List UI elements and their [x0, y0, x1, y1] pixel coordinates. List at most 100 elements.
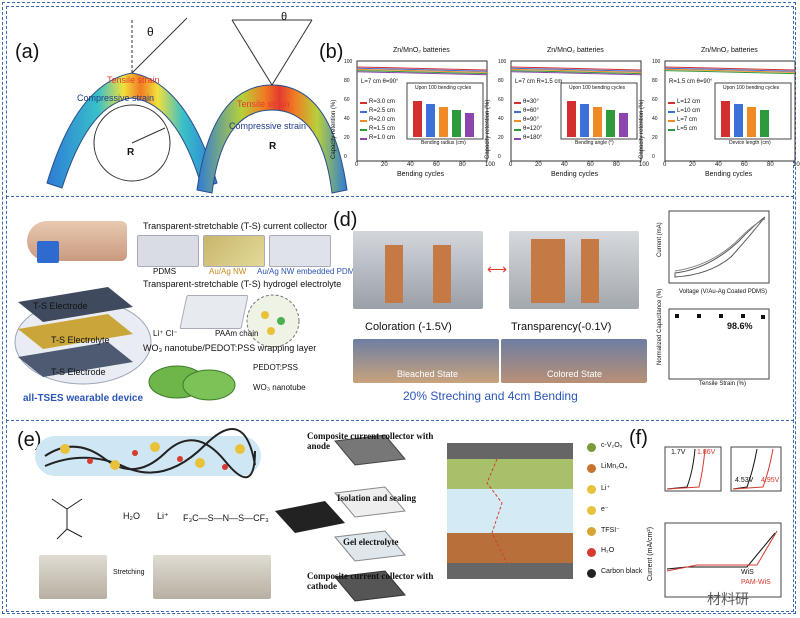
legend-marker — [587, 569, 596, 578]
stretch-caption: 20% Streching and 4cm Bending — [403, 389, 578, 403]
legend-entry: L=7 cm — [677, 117, 697, 123]
panel-d-label: (d) — [333, 209, 358, 231]
legend-swatch — [360, 111, 367, 113]
wrap-title: WO₃ nanotube/PEDOT:PSS wrapping layer — [143, 343, 317, 353]
tfsi-formula: F₃C—S—N—S—CF₃ — [183, 513, 269, 523]
chart-xlabel: Bending cycles — [397, 171, 445, 178]
inset-bar — [734, 104, 743, 137]
y-tick: 20 — [498, 135, 504, 141]
y-tick: 60 — [344, 97, 350, 103]
inset-xlabel: Bending angle (°) — [575, 140, 614, 146]
voltage-186: 1.86V — [697, 449, 716, 456]
step-sealing: Isolation and sealing — [337, 493, 417, 503]
monomer-structure — [51, 498, 83, 540]
legend-swatch — [668, 102, 675, 104]
inset-title: Upon 100 bending cycles — [723, 85, 780, 91]
x-tick: 0 — [355, 162, 359, 168]
radius-label-left: R — [127, 147, 135, 158]
panel-f-plot — [664, 446, 782, 598]
legend-marker — [587, 506, 596, 515]
y-tick: 20 — [652, 135, 658, 141]
nw-label: Au/Ag NW — [209, 267, 247, 276]
y-tick: 60 — [652, 97, 658, 103]
legend-marker — [587, 443, 596, 452]
legend-swatch — [514, 111, 521, 113]
legend-swatch — [360, 138, 367, 140]
x-tick: 100 — [485, 162, 496, 168]
legend-entry: θ=120° — [523, 126, 543, 132]
step-gel: Gel electrolyte — [343, 537, 399, 547]
inset-bar — [426, 104, 435, 137]
pedot-label: PEDOT:PSS — [253, 363, 298, 372]
voltage-495: 4.95V — [761, 477, 780, 484]
series-line — [356, 66, 488, 71]
inset-bar — [593, 107, 602, 137]
chart-xlabel: Bending cycles — [551, 171, 599, 178]
compressive-label-right: Compressive strain — [229, 121, 307, 131]
panel-a-label: (a) — [15, 41, 40, 63]
legend-entry: θ=90° — [523, 117, 539, 123]
x-tick: 80 — [767, 162, 774, 168]
nw-image — [203, 235, 265, 267]
panel-f-label: (f) — [629, 427, 648, 449]
voltage-453: 4.53V — [735, 477, 754, 484]
hydrogel-image — [179, 295, 249, 329]
inset-title: Upon 100 bending cycles — [569, 85, 626, 91]
nw-embedded-image — [269, 235, 331, 267]
transparency-photo — [509, 231, 639, 309]
nw-embedded-label: Au/Ag NW embedded PDMS — [257, 267, 360, 276]
switch-arrow: ⟷ — [487, 261, 508, 277]
wearable-band — [37, 241, 59, 263]
inset-bar — [721, 101, 730, 137]
pdms-label: PDMS — [153, 267, 177, 276]
legend-entry: R=1.0 cm — [369, 135, 395, 141]
y-tick: 40 — [652, 116, 658, 122]
x-tick: 80 — [613, 162, 620, 168]
inset-bar — [465, 113, 474, 137]
nanotube-image — [148, 365, 236, 401]
legend-swatch — [514, 120, 521, 122]
inset-bar — [439, 107, 448, 137]
legend-entry: L=12 cm — [677, 99, 701, 105]
colored-label: Colored State — [547, 369, 603, 379]
chart-title: Zn/MnO₂ batteries — [393, 47, 450, 54]
layer-electrode-bottom: T-S Electrode — [51, 367, 106, 377]
x-tick: 20 — [381, 162, 388, 168]
legend-swatch — [360, 129, 367, 131]
chart-xlabel: Bending cycles — [705, 171, 753, 178]
y-tick: 40 — [344, 116, 350, 122]
legend-pam-wis: PAM-WiS — [741, 579, 771, 586]
y-tick: 80 — [652, 78, 658, 84]
pdms-image — [137, 235, 199, 267]
theta-label-left: θ — [147, 25, 154, 39]
theta-label-right: θ — [281, 11, 288, 23]
compressive-label-left: Compressive strain — [77, 93, 155, 103]
retention-value: 98.6% — [727, 321, 753, 331]
panel-ab: (a) θ Tensile strain Compressive strain … — [6, 6, 800, 198]
legend-swatch — [668, 129, 675, 131]
x-tick: 60 — [741, 162, 748, 168]
series-line — [510, 66, 642, 71]
legend-entry: θ=60° — [523, 108, 539, 114]
inset-bar — [452, 110, 461, 137]
chart-ylabel: Capacity retention (%) — [639, 99, 645, 159]
voltage-17: 1.7V — [671, 449, 686, 456]
legend-swatch — [668, 111, 675, 113]
bent-electrode-right — [196, 19, 348, 194]
inset-bar — [760, 110, 769, 137]
capacitance-plot — [668, 308, 770, 380]
legend-swatch — [514, 102, 521, 104]
x-tick: 100 — [793, 162, 800, 168]
series-line — [510, 70, 642, 75]
assembly-stack — [275, 434, 406, 602]
y-tick: 100 — [652, 59, 661, 65]
step-cathode: Composite current collector with cathode — [307, 571, 434, 591]
cv-plot — [668, 210, 770, 284]
inset-bar — [413, 101, 422, 137]
legend-swatch — [668, 120, 675, 122]
chart-ylabel: Capacity retention (%) — [331, 99, 337, 159]
y-tick: 100 — [498, 59, 507, 65]
wo3-label: WO₃ nanotube — [253, 383, 306, 392]
legend-label: Li⁺ — [601, 485, 611, 492]
